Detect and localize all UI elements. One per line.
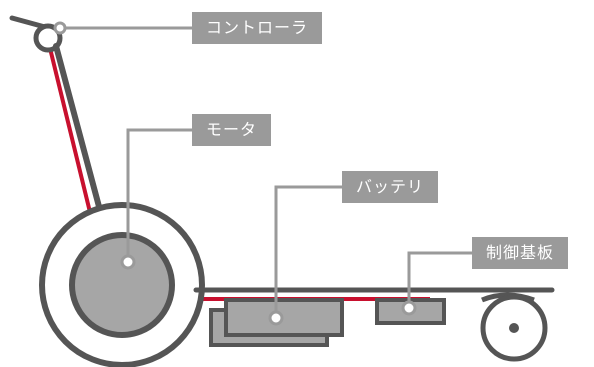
rear-wheel <box>480 292 548 362</box>
leader-motor <box>126 128 192 262</box>
anchor-control-board <box>401 300 417 316</box>
label-control-board: 制御基板 <box>472 237 569 269</box>
rear-axle <box>509 323 519 333</box>
label-motor: モータ <box>192 114 272 146</box>
battery-front <box>224 298 344 337</box>
motor-hub <box>69 232 175 338</box>
anchor-controller <box>53 21 67 35</box>
label-controller: コントローラ <box>192 12 323 44</box>
anchor-motor <box>120 254 136 270</box>
leader-lines <box>60 26 472 318</box>
label-battery: バッテリ <box>342 171 439 203</box>
leader-battery <box>274 185 342 318</box>
anchor-battery <box>268 310 284 326</box>
leader-control-board <box>407 251 472 308</box>
anchor-points <box>53 21 417 326</box>
front-wheel <box>39 202 205 367</box>
battery-pack <box>209 298 344 347</box>
